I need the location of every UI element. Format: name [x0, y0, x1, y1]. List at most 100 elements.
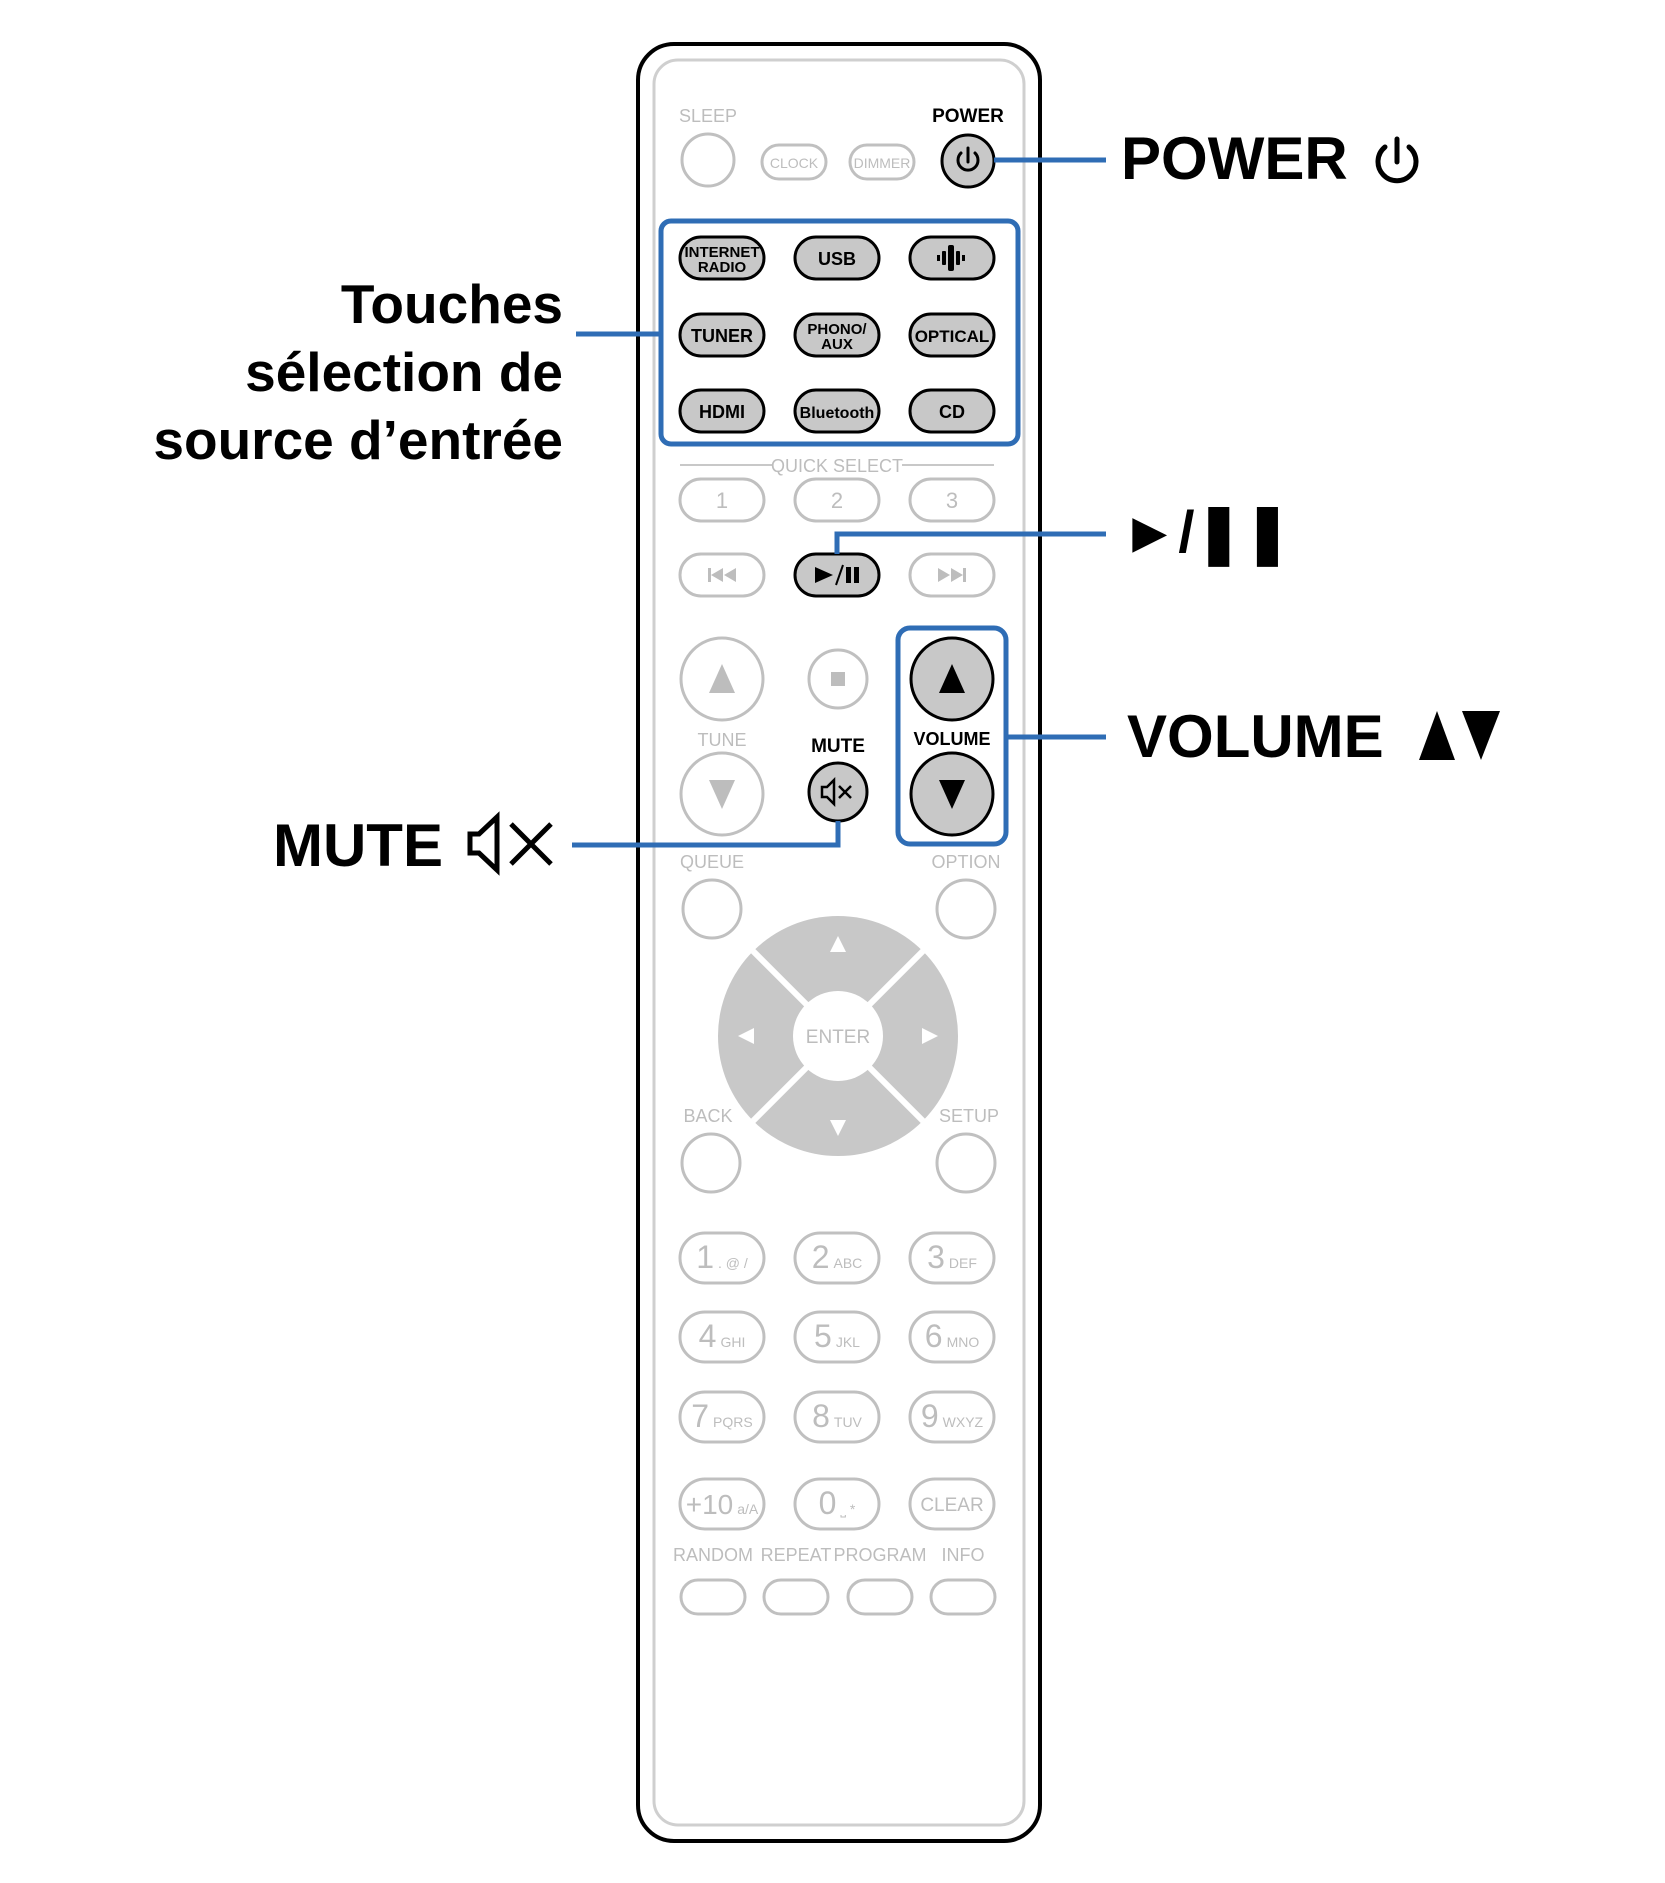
dpad-down-icon	[830, 1120, 846, 1136]
usb-button[interactable]	[793, 235, 881, 281]
option-label: OPTION	[931, 852, 1000, 872]
tuner-button[interactable]	[678, 312, 766, 358]
keypad-10-button[interactable]	[678, 1477, 766, 1531]
setup-button[interactable]	[935, 1132, 997, 1194]
tune-up-icon	[709, 664, 735, 693]
sleep-button[interactable]	[680, 132, 736, 188]
program-label: PROGRAM	[833, 1545, 926, 1565]
phono-label-2: AUX	[821, 336, 853, 353]
clock-button[interactable]	[760, 143, 828, 181]
enter-button[interactable]	[793, 991, 883, 1081]
dpad-up-icon	[830, 936, 846, 952]
keypad-9-button[interactable]	[908, 1390, 996, 1444]
callout-mute: MUTE	[273, 812, 443, 879]
internet-radio-label-2: RADIO	[698, 259, 747, 276]
sleep-label: SLEEP	[679, 106, 737, 126]
keypad-1-label: 1. @ /	[696, 1239, 748, 1275]
cd-button[interactable]	[908, 388, 996, 434]
quick-select-1-button[interactable]	[678, 477, 766, 523]
tune-down-icon	[709, 780, 735, 809]
queue-button[interactable]	[681, 878, 743, 940]
tuner-label: TUNER	[691, 326, 753, 346]
cd-label: CD	[939, 402, 965, 422]
optical-label: OPTICAL	[915, 327, 990, 346]
internet-radio-label-1: INTERNET	[685, 244, 760, 261]
play-pause-button[interactable]	[793, 552, 881, 598]
callout-volume-arrows-icon	[1419, 711, 1500, 760]
mute-label: MUTE	[811, 736, 865, 757]
callout-play-pause: ►/❚❚	[1121, 500, 1292, 565]
keypad-2-button[interactable]	[793, 1231, 881, 1285]
random-button[interactable]	[679, 1578, 747, 1616]
mute-icon	[820, 776, 852, 808]
quick-select-label: QUICK SELECT	[771, 456, 903, 476]
repeat-button[interactable]	[762, 1578, 830, 1616]
play-pause-callout-line	[834, 531, 1106, 554]
option-button[interactable]	[935, 878, 997, 940]
dpad-left-icon	[738, 1028, 754, 1044]
play-pause-icon	[815, 564, 859, 586]
clear-label: CLEAR	[920, 1495, 983, 1516]
quick-select-2-button[interactable]	[793, 477, 881, 523]
clock-label: CLOCK	[770, 155, 819, 171]
quick-select-1-label: 1	[716, 488, 728, 513]
keypad-11-button[interactable]	[793, 1477, 881, 1531]
keypad-4-button[interactable]	[678, 1310, 766, 1364]
callout-source-line2: sélection de	[245, 341, 563, 403]
stop-icon	[831, 672, 845, 686]
volume-label: VOLUME	[913, 729, 990, 749]
phono-aux-button[interactable]	[793, 312, 881, 358]
callout-volume: VOLUME	[1127, 703, 1384, 770]
back-button[interactable]	[680, 1132, 742, 1194]
bluetooth-label: Bluetooth	[800, 405, 875, 422]
phono-label-1: PHONO/	[807, 321, 867, 338]
quick-select-2-label: 2	[831, 488, 843, 513]
keypad-6-button[interactable]	[908, 1310, 996, 1364]
callout-mute-icon	[467, 811, 553, 876]
tune-label: TUNE	[698, 730, 747, 750]
callout-power-icon	[1375, 136, 1419, 184]
keypad-11-label: 0⎵ *	[819, 1485, 856, 1521]
random-label: RANDOM	[673, 1545, 753, 1565]
power-icon	[956, 146, 980, 172]
callout-power: POWER	[1121, 125, 1348, 192]
program-button[interactable]	[846, 1578, 914, 1616]
quick-select-3-button[interactable]	[908, 477, 996, 523]
info-label: INFO	[942, 1545, 985, 1565]
back-label: BACK	[683, 1106, 732, 1126]
enter-label: ENTER	[806, 1027, 870, 1048]
dimmer-label: DIMMER	[854, 155, 911, 171]
queue-label: QUEUE	[680, 852, 744, 872]
dpad-right-icon	[922, 1028, 938, 1044]
keypad-5-button[interactable]	[793, 1310, 881, 1364]
optical-button[interactable]	[908, 312, 996, 358]
previous-icon	[708, 568, 736, 582]
mute-button[interactable]	[807, 761, 869, 823]
keypad-7-button[interactable]	[678, 1390, 766, 1444]
hdmi-button[interactable]	[678, 388, 766, 434]
clear-button[interactable]	[908, 1477, 996, 1531]
dpad-dividers	[750, 948, 926, 1124]
keypad-1-button[interactable]	[678, 1231, 766, 1285]
quick-select-3-label: 3	[946, 488, 958, 513]
internet-radio-button[interactable]	[678, 235, 766, 281]
power-label: POWER	[932, 106, 1004, 127]
usb-label: USB	[818, 249, 856, 269]
keypad-8-button[interactable]	[793, 1390, 881, 1444]
keypad-3-button[interactable]	[908, 1231, 996, 1285]
bluetooth-button[interactable]	[793, 388, 881, 434]
dimmer-button[interactable]	[848, 143, 916, 181]
info-button[interactable]	[929, 1578, 997, 1616]
